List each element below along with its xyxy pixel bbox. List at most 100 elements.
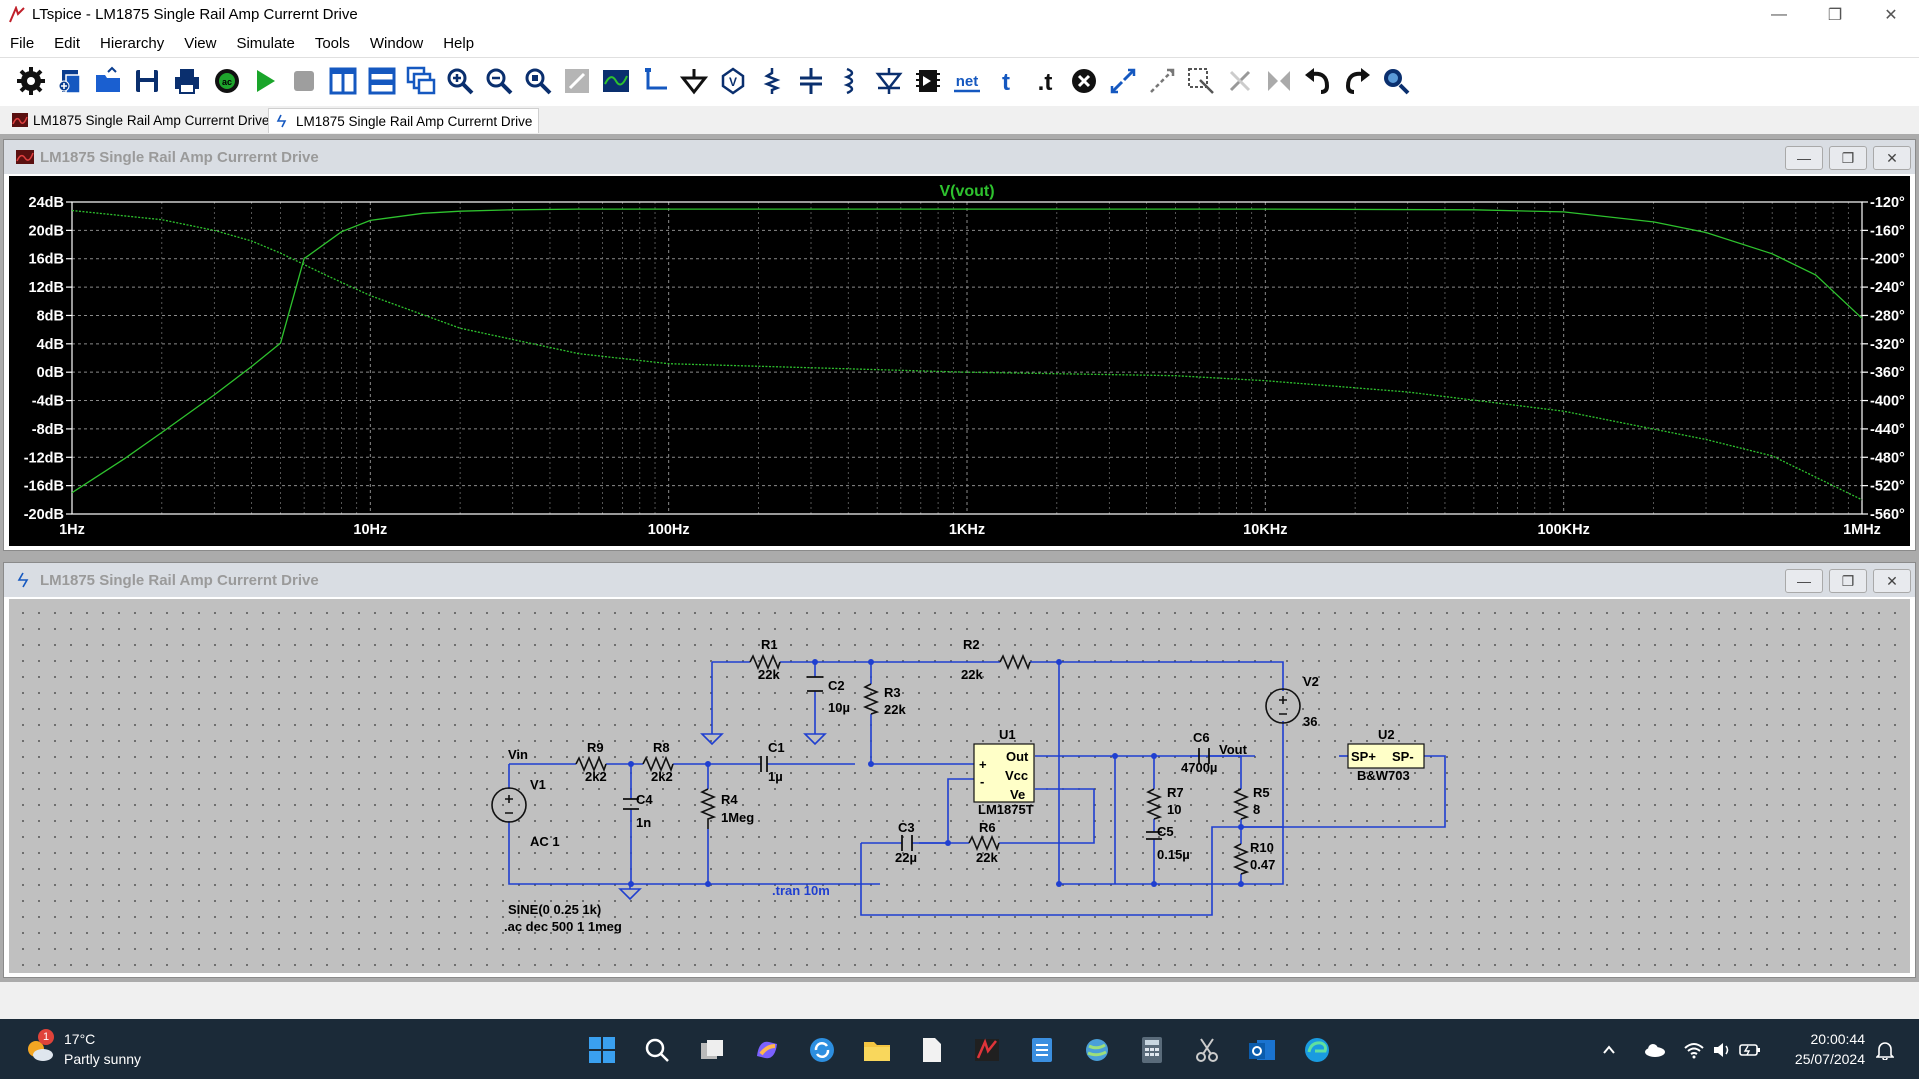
clock-date[interactable]: 25/07/2024 [1794, 1051, 1865, 1067]
print-icon[interactable] [170, 64, 204, 98]
ltspice-taskbar-icon[interactable] [970, 1033, 1004, 1067]
tile-vertical-icon[interactable] [326, 64, 360, 98]
schematic-window-titlebar[interactable]: LM1875 Single Rail Amp Currernt Drive — … [4, 563, 1915, 597]
file-explorer-icon[interactable] [860, 1033, 894, 1067]
tab-waveform[interactable]: LM1875 Single Rail Amp Currernt Drive [6, 108, 275, 132]
close-button[interactable]: ✕ [1884, 7, 1898, 24]
battery-icon[interactable] [1738, 1033, 1762, 1067]
waveform-restore-button[interactable]: ❐ [1829, 146, 1867, 170]
undo-icon[interactable] [1301, 64, 1335, 98]
R6-value: 22k [976, 850, 998, 865]
weather-widget[interactable] [20, 1033, 60, 1067]
wire-icon[interactable] [638, 64, 672, 98]
copilot-icon[interactable] [750, 1033, 784, 1067]
menu-file[interactable]: File [10, 35, 35, 52]
find-icon[interactable] [1379, 64, 1413, 98]
move-icon[interactable] [1145, 64, 1179, 98]
resistor-icon[interactable] [755, 64, 789, 98]
menu-edit[interactable]: Edit [54, 35, 81, 52]
directive-ac[interactable]: .ac dec 500 1 1meg [504, 919, 622, 934]
restore-button[interactable]: ❐ [1827, 7, 1843, 24]
edge-icon[interactable] [1300, 1033, 1334, 1067]
notification-bell-icon[interactable] [1872, 1033, 1898, 1067]
settings-icon[interactable] [14, 64, 48, 98]
net-label-icon[interactable]: net [950, 64, 984, 98]
start-icon[interactable] [585, 1033, 619, 1067]
U2-value: B&W703 [1357, 768, 1410, 783]
spice-directive-icon[interactable]: .t [1028, 64, 1062, 98]
waveform-window: LM1875 Single Rail Amp Currernt Drive — … [3, 139, 1916, 551]
calculator-icon[interactable] [1135, 1033, 1169, 1067]
label-net-icon[interactable]: V [716, 64, 750, 98]
sync-app-icon[interactable] [805, 1033, 839, 1067]
delete-icon[interactable] [1067, 64, 1101, 98]
schematic-window: LM1875 Single Rail Amp Currernt Drive — … [3, 562, 1916, 978]
drag-icon[interactable] [1184, 64, 1218, 98]
component-icon[interactable] [911, 64, 945, 98]
halt-icon[interactable] [287, 64, 321, 98]
inductor-icon[interactable] [833, 64, 867, 98]
notes-app-icon[interactable] [1025, 1033, 1059, 1067]
cascade-icon[interactable] [404, 64, 438, 98]
waveform-window-titlebar[interactable]: LM1875 Single Rail Amp Currernt Drive — … [4, 140, 1915, 174]
rotate-icon[interactable] [1223, 64, 1257, 98]
R9-symbol [575, 755, 607, 773]
redo-icon[interactable] [1340, 64, 1374, 98]
diode-icon[interactable] [872, 64, 906, 98]
menu-bar: File Edit Hierarchy View Simulate Tools … [0, 30, 1919, 58]
notepad-icon[interactable] [915, 1033, 949, 1067]
source-sine-text[interactable]: SINE(0 0.25 1k) [508, 902, 601, 917]
wifi-icon[interactable] [1682, 1033, 1706, 1067]
globe-app-icon[interactable] [1080, 1033, 1114, 1067]
schematic-close-button[interactable]: ✕ [1873, 569, 1911, 593]
zoom-in-icon[interactable] [443, 64, 477, 98]
schematic-restore-button[interactable]: ❐ [1829, 569, 1867, 593]
C4-symbol [623, 798, 639, 810]
ground-symbols [618, 733, 827, 901]
onedrive-icon[interactable] [1642, 1033, 1668, 1067]
schematic-canvas[interactable]: R1 22k R2 22k C2 10µ R3 22k V2 36 U2 B&W… [9, 599, 1910, 973]
duplicate-icon[interactable] [1106, 64, 1140, 98]
run-icon[interactable] [248, 64, 282, 98]
outlook-icon[interactable] [1245, 1033, 1279, 1067]
schematic-minimize-button[interactable]: — [1785, 569, 1823, 593]
clock-time[interactable]: 20:00:44 [1810, 1031, 1866, 1047]
R2-value: 22k [961, 667, 983, 682]
mirror-icon[interactable] [1262, 64, 1296, 98]
snipping-tool-icon[interactable] [1190, 1033, 1224, 1067]
menu-hierarchy[interactable]: Hierarchy [100, 35, 165, 52]
control-panel-icon[interactable]: ac [210, 64, 244, 98]
save-icon[interactable] [130, 64, 164, 98]
schematic-drawing[interactable]: R1 22k R2 22k C2 10µ R3 22k V2 36 U2 B&W… [9, 599, 1908, 972]
menu-simulate[interactable]: Simulate [236, 35, 295, 52]
schematic-window-title: LM1875 Single Rail Amp Currernt Drive [40, 572, 319, 589]
tile-horizontal-icon[interactable] [365, 64, 399, 98]
tab-schematic[interactable]: LM1875 Single Rail Amp Currernt Drive [268, 108, 540, 133]
search-icon[interactable] [640, 1033, 674, 1067]
task-view-icon[interactable] [695, 1033, 729, 1067]
text-icon[interactable]: t [989, 64, 1023, 98]
minimize-button[interactable]: — [1771, 6, 1787, 23]
ground-icon[interactable] [677, 64, 711, 98]
open-icon[interactable] [91, 64, 125, 98]
zoom-fit-icon[interactable] [521, 64, 555, 98]
volume-icon[interactable] [1710, 1033, 1734, 1067]
y-left-tick-label: 24dB [29, 195, 64, 211]
open-new-icon[interactable] [54, 64, 88, 98]
menu-view[interactable]: View [184, 35, 217, 52]
menu-help[interactable]: Help [443, 35, 475, 52]
waveform-close-button[interactable]: ✕ [1873, 146, 1911, 170]
directive-tran[interactable]: .tran 10m [772, 883, 830, 898]
document-tabs: LM1875 Single Rail Amp Currernt Drive LM… [0, 106, 1919, 134]
menu-tools[interactable]: Tools [314, 35, 350, 52]
autorange-icon[interactable] [560, 64, 594, 98]
capacitor-icon[interactable] [794, 64, 828, 98]
waveform-window-title: LM1875 Single Rail Amp Currernt Drive [40, 149, 319, 166]
show-hidden-icons-icon[interactable] [1598, 1033, 1620, 1067]
waveform-minimize-button[interactable]: — [1785, 146, 1823, 170]
menu-window[interactable]: Window [369, 35, 424, 52]
zoom-out-icon[interactable] [482, 64, 516, 98]
pick-visible-traces-icon[interactable] [599, 64, 633, 98]
